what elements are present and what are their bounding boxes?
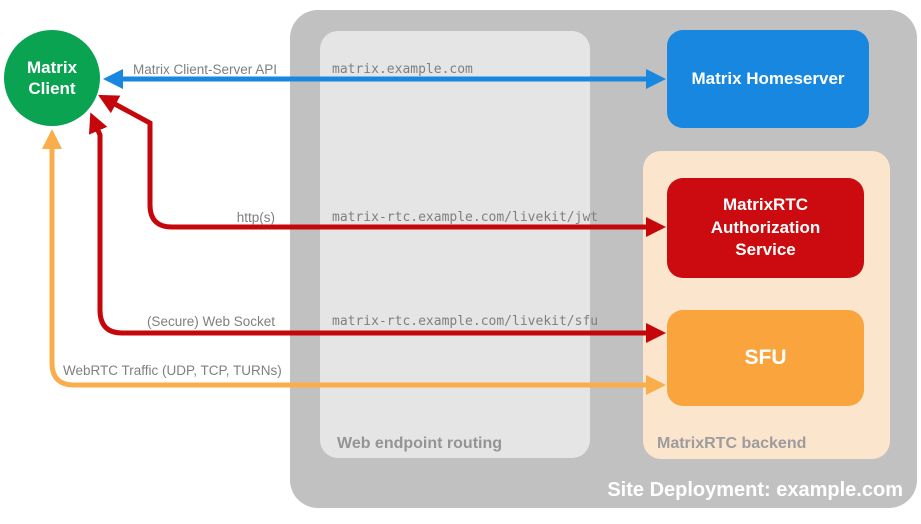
matrix-client-label-line1: Matrix [26,58,78,77]
caption-matrixrtc-backend: MatrixRTC backend [657,435,807,452]
sfu-node: SFU [667,310,864,406]
sfu-label: SFU [744,346,787,369]
matrix-client-node: Matrix Client [4,30,100,126]
web-endpoint-routing-container [320,31,590,458]
matrix-client-label-line2: Client [28,79,76,98]
label-websocket: (Secure) Web Socket [146,314,275,329]
caption-web-endpoint-routing: Web endpoint routing [337,435,503,452]
caption-site-deployment: Site Deployment: example.com [607,479,903,501]
matrix-homeserver-label: Matrix Homeserver [691,69,845,88]
label-https: http(s) [236,210,275,225]
label-webrtc-traffic: WebRTC Traffic (UDP, TCP, TURNs) [63,363,282,378]
endpoint-livekit-jwt: matrix-rtc.example.com/livekit/jwt [332,210,599,225]
matrix-homeserver-node: Matrix Homeserver [667,30,869,128]
matrixrtc-auth-service-node: MatrixRTC Authorization Service [667,178,864,278]
endpoint-livekit-sfu: matrix-rtc.example.com/livekit/sfu [332,314,599,329]
label-client-server-api: Matrix Client-Server API [133,62,278,77]
endpoint-matrix-example-com: matrix.example.com [332,62,473,77]
matrixrtc-auth-service-label: MatrixRTC Authorization Service [710,194,821,260]
